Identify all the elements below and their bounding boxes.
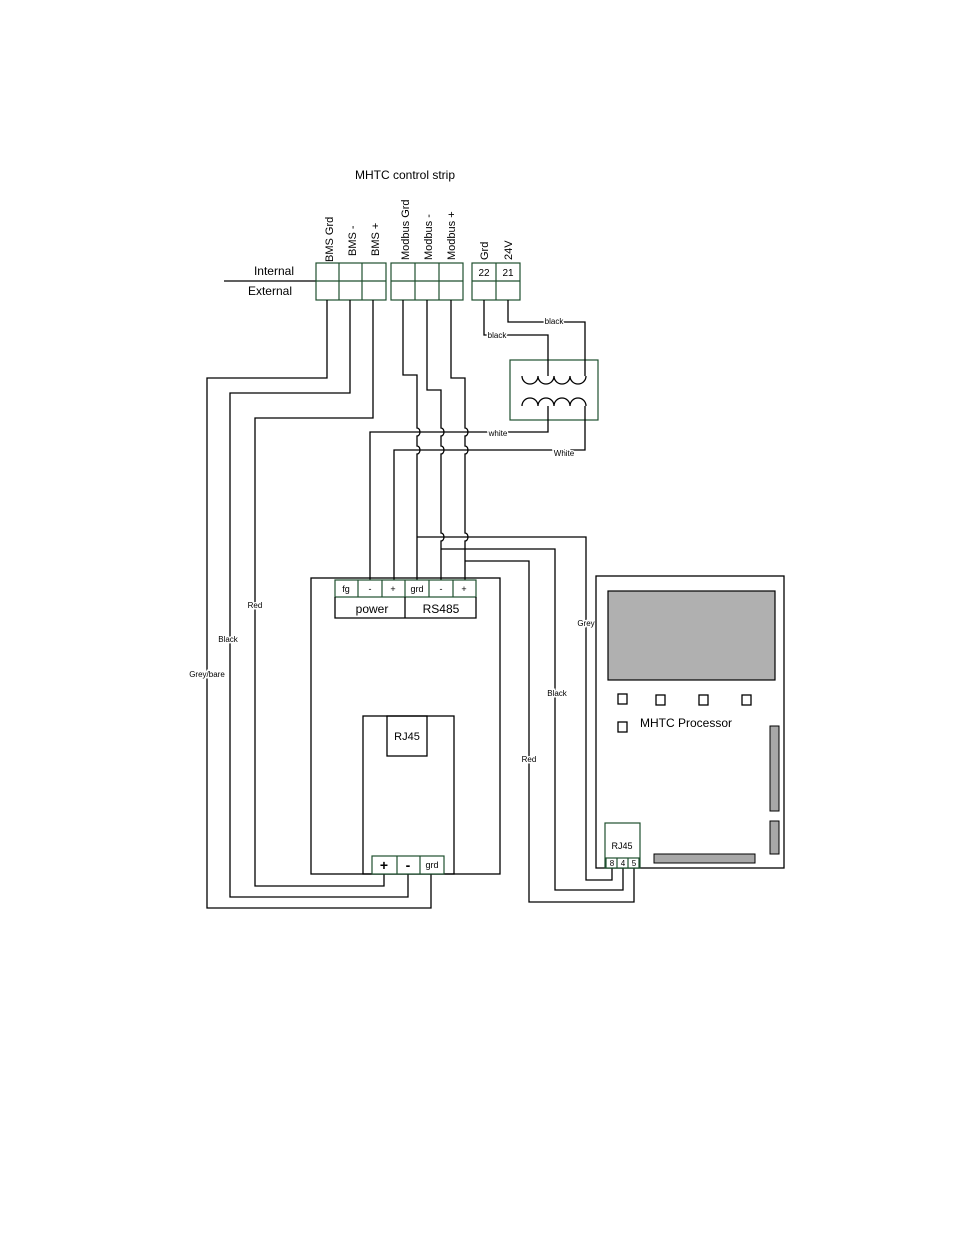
converter-rs485-label: RS485 <box>423 602 460 616</box>
processor-button-4 <box>741 694 752 706</box>
bms-wires <box>206 300 432 909</box>
converter-bottom-minus: - <box>406 857 411 873</box>
converter-plus: + <box>390 584 395 594</box>
modbus-wires <box>402 300 469 583</box>
wire-label-red-left: Red <box>248 601 263 610</box>
strip-labels: BMS Grd BMS - BMS + Modbus Grd Modbus - … <box>324 199 515 262</box>
converter-bottom-grd: grd <box>425 860 438 870</box>
wire-label-black-left: Black <box>218 635 239 644</box>
wire-label-grey-bare: Grey/bare <box>189 670 225 679</box>
processor-wires <box>417 536 635 903</box>
processor-connector-long <box>769 725 780 812</box>
converter-grd: grd <box>410 584 423 594</box>
processor-connector-bottom <box>653 853 756 864</box>
processor-name: MHTC Processor <box>640 716 732 730</box>
processor-rj45-label: RJ45 <box>611 841 632 851</box>
terminal-block-power: 22 21 <box>471 262 521 301</box>
terminal-21: 21 <box>502 268 514 279</box>
processor-display <box>607 590 776 681</box>
converter-bottom-plus: + <box>380 857 388 873</box>
wire-label-black-upper: black <box>545 317 565 326</box>
processor-pin-5: 5 <box>632 859 637 868</box>
supply-wires <box>369 300 586 583</box>
wire-label-black-right: Black <box>547 689 568 698</box>
processor-pin-8: 8 <box>610 859 615 868</box>
processor-pin-4: 4 <box>621 859 626 868</box>
processor-connector-short <box>769 820 780 855</box>
label-grd: Grd <box>479 242 491 260</box>
label-modbus-grd: Modbus Grd <box>400 199 412 260</box>
terminal-block-modbus <box>390 262 464 301</box>
wire-label-black-lower: black <box>488 331 508 340</box>
converter-fg: fg <box>342 584 350 594</box>
wire-label-red-right: Red <box>522 755 537 764</box>
wire-label-grey-right: Grey <box>577 619 594 628</box>
label-24v: 24V <box>503 240 515 260</box>
label-modbus-plus: Modbus + <box>446 211 458 260</box>
converter-rs-plus: + <box>461 584 466 594</box>
terminal-22: 22 <box>478 268 490 279</box>
converter-rj45-label: RJ45 <box>394 731 420 743</box>
converter-power-label: power <box>356 602 389 616</box>
diagram-title: MHTC control strip <box>355 168 455 182</box>
processor-button-1 <box>617 693 628 705</box>
terminal-block-bms <box>315 262 387 301</box>
converter-minus: - <box>369 584 372 594</box>
label-bms-minus: BMS - <box>347 225 359 256</box>
label-bms-grd: BMS Grd <box>324 217 336 262</box>
converter-rs-minus: - <box>440 584 443 594</box>
converter-box: RJ45 fg - + grd - + power RS485 + - grd <box>310 577 501 875</box>
processor-box: MHTC Processor RJ45 8 4 5 <box>595 575 785 869</box>
label-bms-plus: BMS + <box>370 223 382 256</box>
label-external: External <box>248 284 292 298</box>
label-modbus-minus: Modbus - <box>423 214 435 260</box>
label-internal: Internal <box>254 264 294 278</box>
processor-button-2 <box>655 694 666 706</box>
wire-label-white-upper: white <box>488 429 508 438</box>
processor-button-5 <box>617 721 628 733</box>
processor-button-3 <box>698 694 709 706</box>
transformer <box>509 359 599 421</box>
wire-label-white-lower: White <box>554 449 575 458</box>
